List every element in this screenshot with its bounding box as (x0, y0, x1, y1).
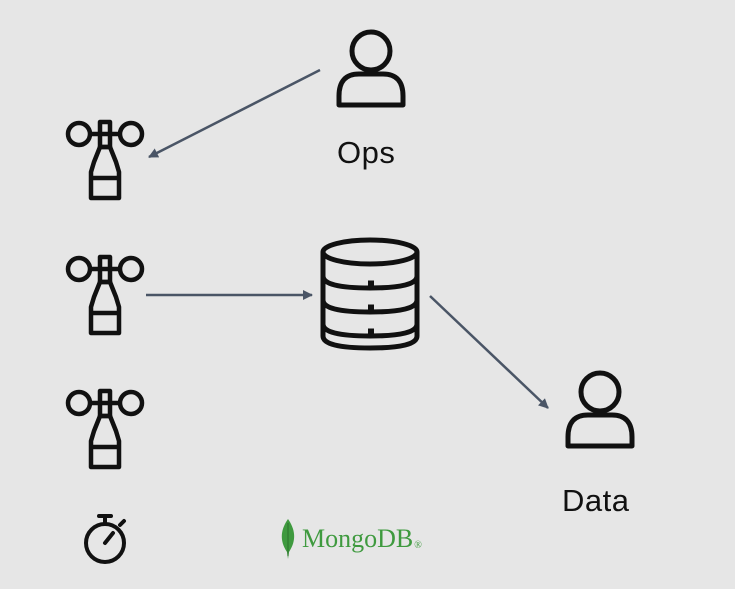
anemometer-icon (65, 119, 145, 201)
registered-mark: ® (414, 539, 422, 551)
anemometer-icon (65, 388, 145, 470)
mongodb-leaf-icon (281, 519, 295, 559)
data-user-icon (565, 370, 635, 449)
anemometer-icon (65, 254, 145, 336)
ops-user-icon (336, 29, 406, 108)
mongodb-wordmark: MongoDB (302, 524, 414, 553)
database-icon (320, 237, 420, 351)
arrow-database-to-data (429, 295, 549, 409)
arrow-ops-to-sensor (148, 68, 321, 159)
data-label: Data (562, 483, 630, 518)
ops-label: Ops (337, 135, 396, 170)
stopwatch-icon (84, 514, 126, 564)
mongodb-logo: MongoDB ® (278, 517, 422, 561)
